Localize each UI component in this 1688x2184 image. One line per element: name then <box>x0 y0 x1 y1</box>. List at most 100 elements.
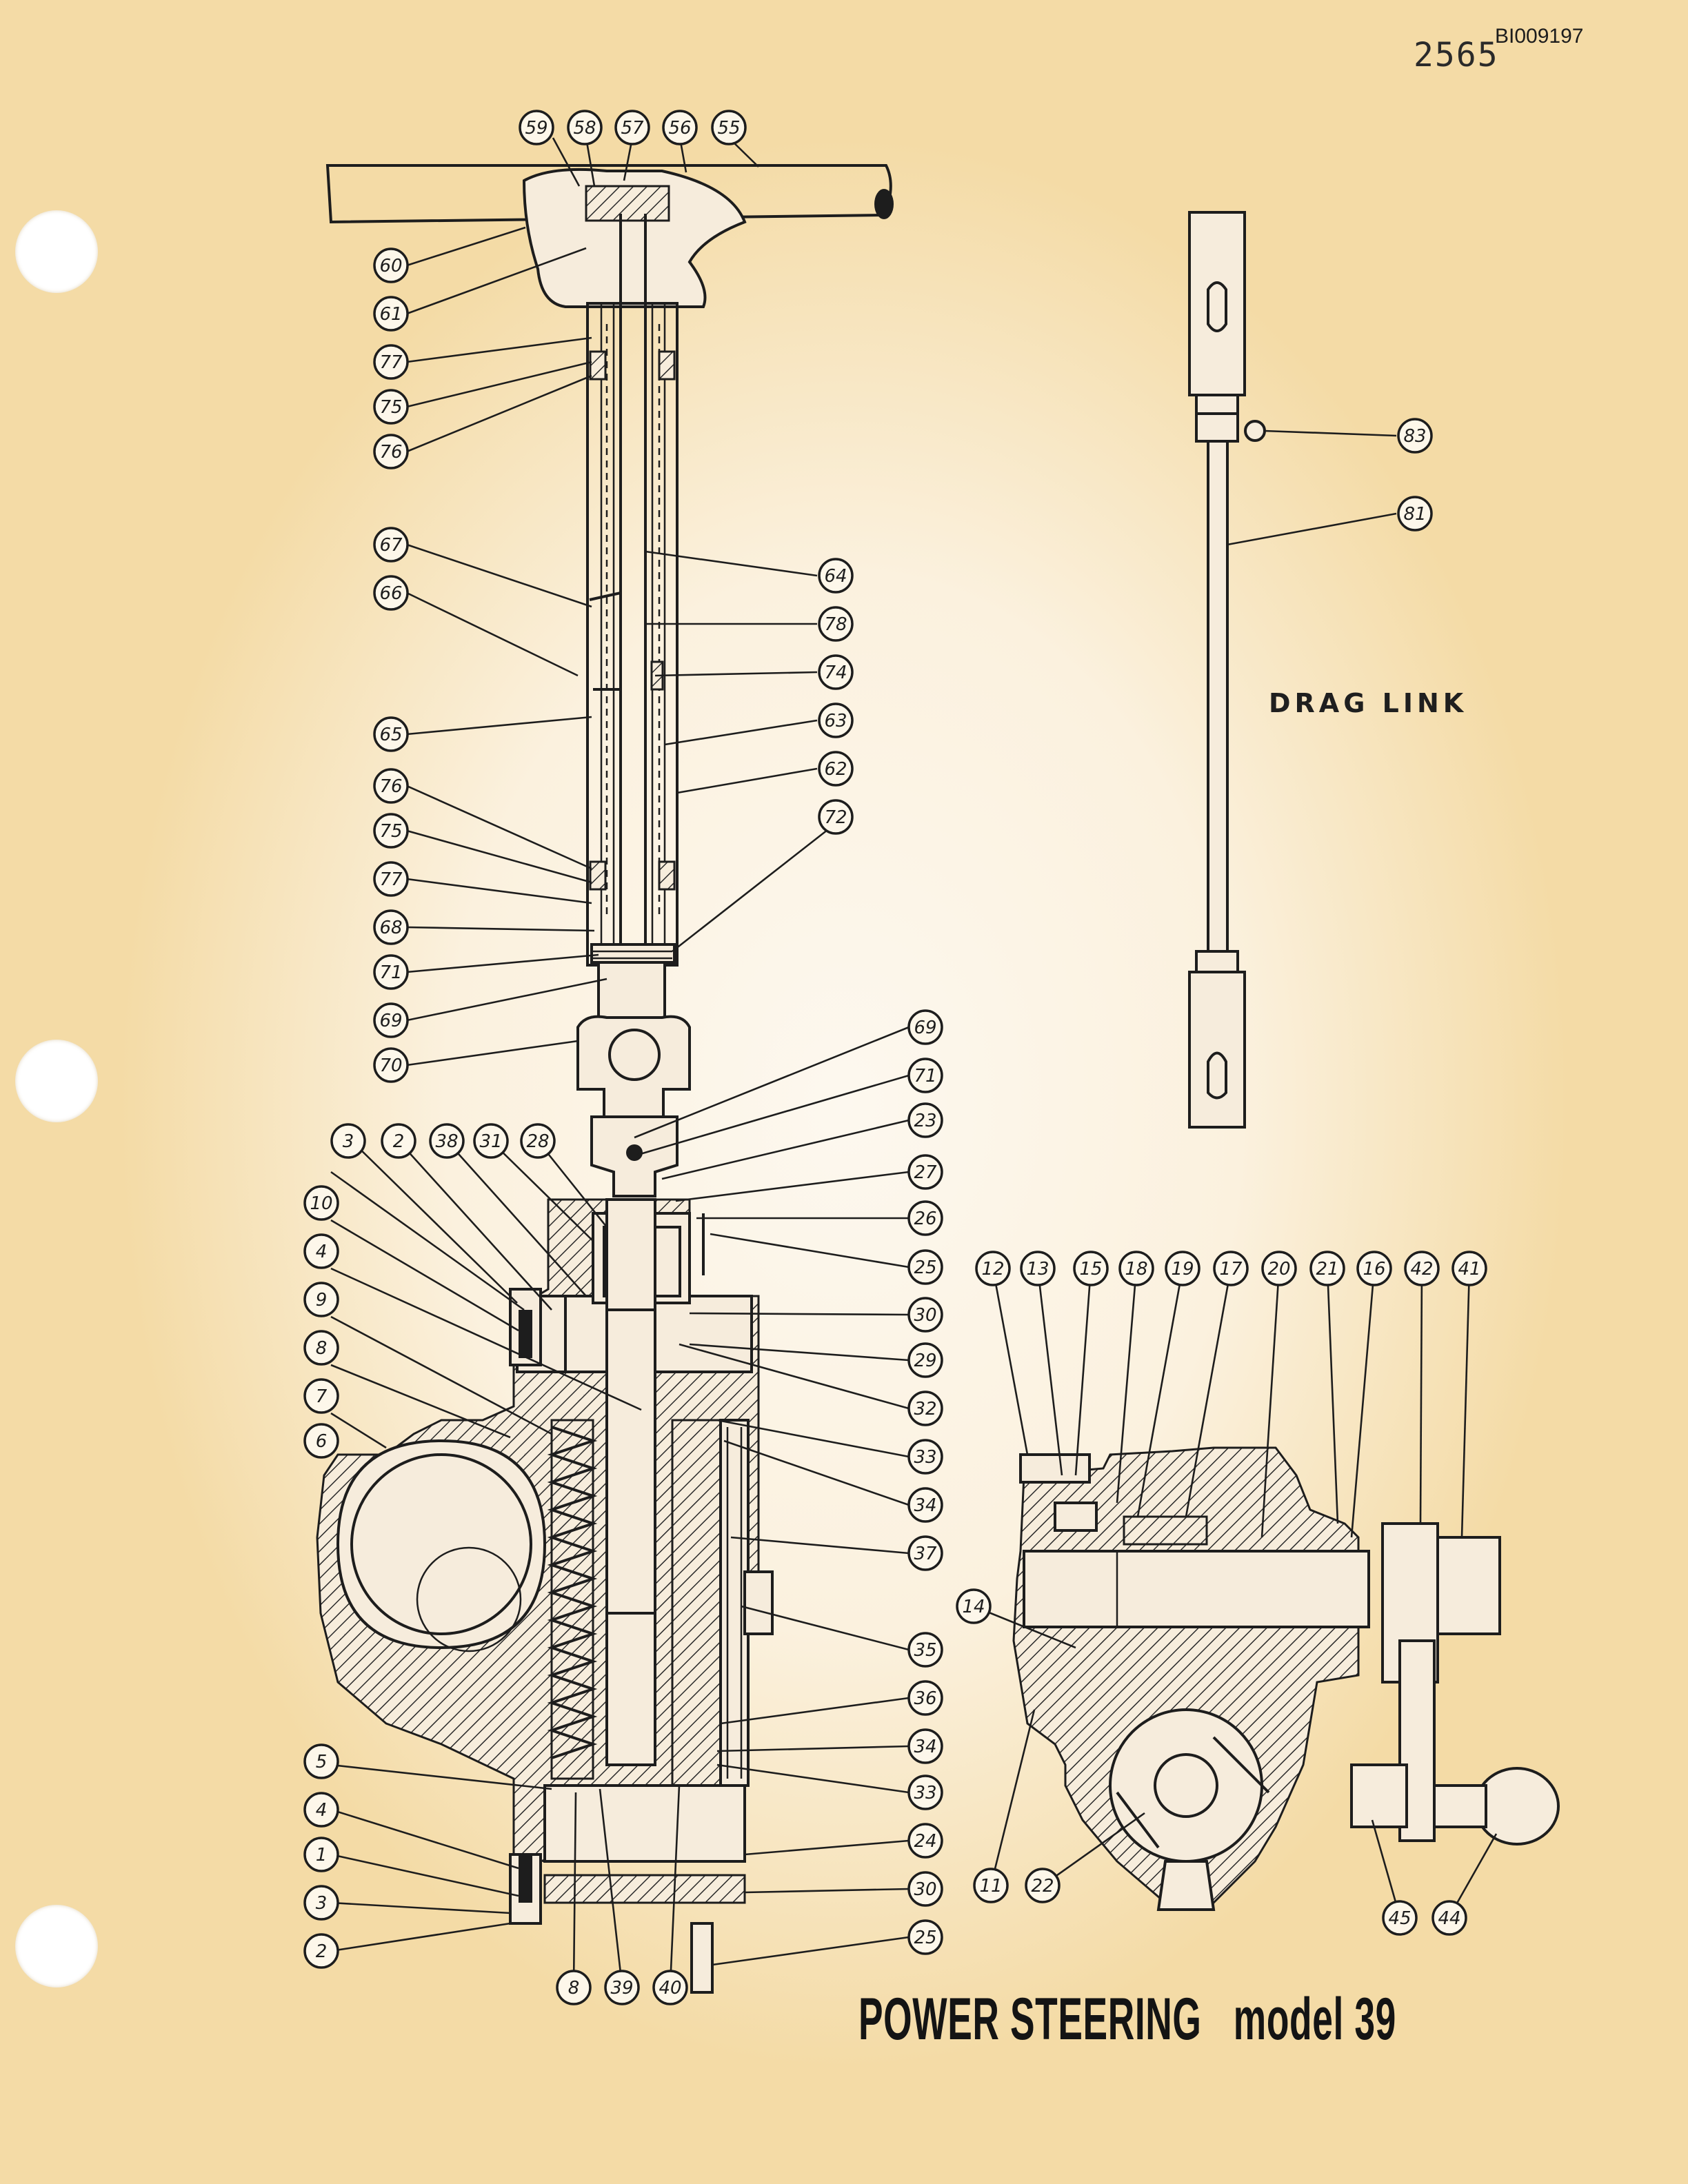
steering-column <box>586 214 679 1019</box>
callout-label: 70 <box>379 1055 402 1076</box>
callout-63: 63 <box>818 702 854 738</box>
callout-2: 2 <box>381 1123 416 1159</box>
leader-lines <box>330 137 1498 1986</box>
callout-label: 34 <box>914 1495 936 1516</box>
callout-label: 8 <box>568 1978 580 1999</box>
callout-label: 71 <box>914 1066 936 1086</box>
callout-label: 81 <box>1403 504 1426 525</box>
callout-label: 17 <box>1219 1259 1243 1280</box>
steering-wheel-hub <box>325 164 894 308</box>
callout-label: 20 <box>1267 1259 1290 1280</box>
callout-8: 8 <box>303 1330 339 1366</box>
callout-35: 35 <box>907 1632 943 1668</box>
callout-label: 26 <box>914 1209 936 1229</box>
callout-label: 37 <box>914 1544 937 1564</box>
callout-4: 4 <box>303 1233 339 1269</box>
callout-label: 76 <box>379 442 402 463</box>
callout-label: 2 <box>393 1131 405 1152</box>
callout-10: 10 <box>303 1185 339 1221</box>
callout-9: 9 <box>303 1282 339 1317</box>
callout-label: 75 <box>379 397 402 418</box>
callout-71: 71 <box>907 1058 943 1093</box>
punch-hole <box>15 1040 98 1122</box>
callout-60: 60 <box>373 247 409 283</box>
callout-label: 57 <box>621 118 644 139</box>
callout-label: 55 <box>717 118 740 139</box>
callout-label: 10 <box>310 1193 332 1214</box>
callout-label: 31 <box>479 1131 502 1152</box>
callout-label: 67 <box>379 535 403 556</box>
callout-label: 7 <box>316 1386 328 1407</box>
callout-76: 76 <box>373 768 409 804</box>
callout-25: 25 <box>907 1919 943 1955</box>
callout-2: 2 <box>303 1933 339 1969</box>
callout-label: 2 <box>316 1941 328 1962</box>
punch-hole <box>15 1905 98 1988</box>
callout-58: 58 <box>567 110 603 145</box>
callout-40: 40 <box>652 1970 688 2005</box>
callout-4: 4 <box>303 1792 339 1828</box>
callout-57: 57 <box>614 110 650 145</box>
callout-20: 20 <box>1261 1251 1297 1286</box>
callout-36: 36 <box>907 1680 943 1716</box>
callout-68: 68 <box>373 909 409 945</box>
callout-label: 25 <box>914 1928 936 1948</box>
callout-23: 23 <box>907 1102 943 1138</box>
callout-18: 18 <box>1118 1251 1154 1286</box>
callout-label: 5 <box>316 1752 328 1772</box>
callout-8: 8 <box>556 1970 592 2005</box>
callout-label: 72 <box>824 807 847 828</box>
callout-55: 55 <box>711 110 747 145</box>
callout-label: 27 <box>914 1162 937 1183</box>
callout-77: 77 <box>373 861 409 897</box>
page-number: 2565 <box>1414 36 1499 74</box>
callout-label: 83 <box>1403 426 1426 447</box>
callout-label: 56 <box>668 118 691 139</box>
callout-label: 19 <box>1171 1259 1194 1280</box>
callout-label: 6 <box>316 1431 328 1452</box>
callout-label: 16 <box>1363 1259 1385 1280</box>
callout-38: 38 <box>429 1123 465 1159</box>
callout-label: 69 <box>914 1018 936 1038</box>
callout-label: 74 <box>824 663 847 683</box>
callout-label: 3 <box>343 1131 354 1152</box>
callout-69: 69 <box>907 1009 943 1045</box>
callout-7: 7 <box>303 1378 339 1414</box>
drag-link-label: DRAG LINK <box>1269 688 1468 718</box>
callout-label: 4 <box>316 1800 328 1821</box>
page-title: POWER STEERING model 39 <box>858 1986 1396 2052</box>
callout-34: 34 <box>907 1487 943 1523</box>
callout-66: 66 <box>373 575 409 611</box>
callout-label: 41 <box>1458 1259 1480 1280</box>
callout-6: 6 <box>303 1423 339 1459</box>
callout-label: 65 <box>379 725 402 745</box>
callout-label: 33 <box>914 1783 936 1803</box>
callout-label: 1 <box>316 1845 328 1866</box>
callout-label: 58 <box>573 118 596 139</box>
callout-81: 81 <box>1397 496 1433 532</box>
callout-label: 39 <box>610 1978 633 1999</box>
callout-label: 60 <box>379 256 402 276</box>
callout-74: 74 <box>818 654 854 690</box>
callout-label: 62 <box>824 759 847 780</box>
callout-label: 24 <box>914 1831 936 1852</box>
callout-45: 45 <box>1382 1900 1418 1936</box>
callout-1: 1 <box>303 1837 339 1872</box>
callout-37: 37 <box>907 1535 943 1571</box>
callout-label: 33 <box>914 1447 936 1468</box>
callout-30: 30 <box>907 1871 943 1907</box>
callout-31: 31 <box>473 1123 509 1159</box>
callout-32: 32 <box>907 1391 943 1426</box>
callout-25: 25 <box>907 1249 943 1285</box>
callout-label: 78 <box>824 614 847 635</box>
callout-label: 40 <box>659 1978 681 1999</box>
callout-11: 11 <box>973 1868 1009 1903</box>
callout-21: 21 <box>1309 1251 1345 1286</box>
callout-27: 27 <box>907 1154 943 1190</box>
callout-3: 3 <box>330 1123 366 1159</box>
callout-label: 44 <box>1438 1908 1460 1929</box>
callout-label: 59 <box>525 118 547 139</box>
callout-26: 26 <box>907 1200 943 1236</box>
callout-69: 69 <box>373 1002 409 1038</box>
